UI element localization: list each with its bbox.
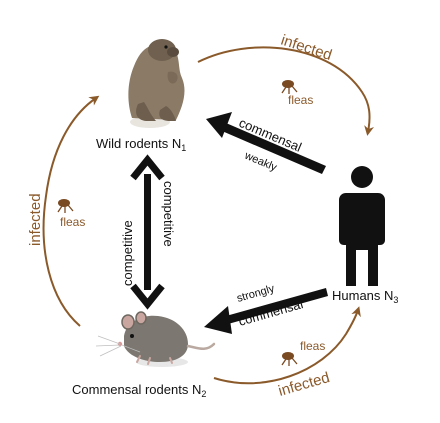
flea-icon [281,352,298,366]
commensal-humans-label-top: strongly [236,283,277,305]
commensal-rodent-image [95,311,216,367]
wild-humans-arrow [206,112,326,174]
competitive-label: competitive [120,220,135,286]
flea-icon [57,199,74,213]
commensal-rodents-label: Commensal rodents N2 [72,382,206,399]
wild-rodents-label: Wild rodents N1 [96,136,186,153]
humans-label: Humans N3 [332,288,398,305]
infection-arrow-left [42,95,100,327]
fleas-label-left: fleas [60,215,85,229]
fleas-label-top: fleas [288,93,313,107]
flea-icon [281,80,298,94]
competitive-label-mirrored: competitive [161,181,176,247]
infection-arrow-top [197,46,375,136]
infected-label-left: infected [27,193,44,246]
competitive-arrow [130,154,165,310]
infected-label-bottom: infected [276,369,331,400]
human-silhouette [339,166,385,286]
wild-rodent-image [128,39,185,128]
infected-label-top: infected [279,32,334,64]
fleas-label-bottom: fleas [300,339,325,353]
infection-arrow-bottom [213,306,361,385]
commensal-humans-arrow [204,288,328,334]
